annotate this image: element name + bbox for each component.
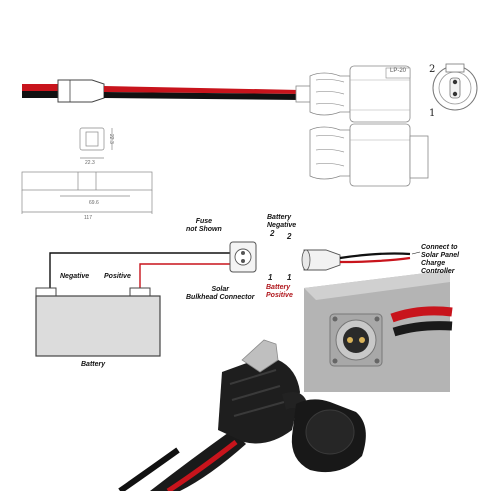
connector-length-dimension: 69.6 [89,200,99,206]
bulkhead-connector-label: Solar Bulkhead Connector [186,286,255,301]
plug-body [218,356,300,444]
battery-positive-label: Battery Positive [266,284,293,299]
negative-label: Negative [60,273,90,280]
face-pin-2-label: 2 [429,64,436,75]
connector-face-drawing [79,127,105,151]
model-label: LP-20 [390,68,407,74]
overall-length-dimension: 117 [84,215,92,221]
connector-side-drawing [21,171,153,191]
bulkhead-pin-1: 1 [268,273,273,282]
controller-cable-red [339,256,411,264]
battery-negative-label: Battery Negative [267,214,297,229]
plug-connector [303,249,341,271]
plug-pin-1: 1 [287,273,292,282]
positive-wire [139,263,230,288]
main-black-wire [104,92,300,100]
positive-label: Positive [104,273,131,280]
left-black-wire [22,91,60,98]
wiring-diagram [35,241,421,357]
negative-wire [49,252,230,288]
negative-terminal [35,287,57,297]
controller-cable-black [339,252,411,260]
face-pin-1-label: 1 [429,108,436,119]
lp20-plug-bottom [309,123,429,187]
lp20-plug-top [295,65,411,123]
plug-pin-2: 2 [287,232,292,241]
fuse-label: Fuse not Shown [186,218,222,233]
width-dimension: 22.3 [85,160,95,166]
dimension-drawing [21,127,153,214]
cable-assembly [22,63,478,187]
bulkhead-pin-2: 2 [270,229,275,238]
positive-terminal [129,287,151,297]
panel-socket-photo [304,270,453,392]
battery-label: Battery [81,361,106,368]
locking-latch [241,339,279,373]
left-red-wire [22,84,60,91]
battery-body [35,295,161,357]
connector-face-view [432,63,478,111]
charge-controller-label: Connect to Solar Panel Charge Controller [421,244,460,275]
plug-photo [118,339,366,491]
height-dimension: 22.3 [108,134,114,144]
main-red-wire [104,86,300,94]
anderson-plug [57,79,105,103]
